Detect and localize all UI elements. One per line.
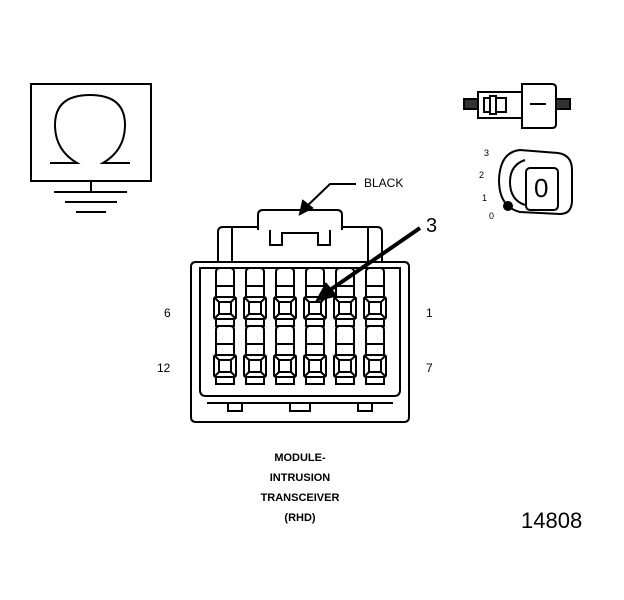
- color-leader: [298, 183, 356, 216]
- terminal-cavities: [213, 267, 387, 385]
- lock-mark-2: 2: [479, 170, 485, 180]
- terminal-cavity: [213, 325, 237, 385]
- lock-mark-3: 3: [484, 148, 490, 158]
- lock-position-dial: [497, 148, 573, 216]
- pin-label-top-right: 1: [426, 306, 433, 320]
- terminal-cavity: [303, 325, 327, 385]
- title-line-2: INTRUSION: [269, 472, 331, 484]
- connector-color-label: BLACK: [364, 176, 404, 190]
- pin-label-bottom-right: 7: [426, 361, 433, 375]
- terminal-cavity: [273, 325, 297, 385]
- callout-arrow: [315, 226, 422, 302]
- callout-number: 3: [426, 215, 438, 237]
- title-line-4: (RHD): [284, 512, 316, 524]
- figure-number: 14808: [521, 508, 583, 533]
- lock-key-label: 0: [534, 173, 549, 203]
- terminal-cavity: [363, 325, 387, 385]
- connector-title: MODULE- INTRUSION TRANSCEIVER (RHD): [230, 448, 370, 528]
- terminal-cavity: [333, 325, 357, 385]
- terminal-cavity: [243, 267, 267, 327]
- connector-face: [190, 209, 410, 423]
- terminal-cavity: [213, 267, 237, 327]
- terminal-cavity: [363, 267, 387, 327]
- pin-label-bottom-left: 12: [157, 361, 171, 375]
- lock-mark-1: 1: [482, 193, 488, 203]
- lock-mark-0: 0: [489, 211, 495, 221]
- title-line-3: TRANSCEIVER: [260, 492, 340, 504]
- terminal-side-view: [463, 83, 571, 129]
- terminal-cavity: [243, 325, 267, 385]
- ground-omega-symbol: [30, 83, 152, 213]
- terminal-cavity: [273, 267, 297, 327]
- pin-label-top-left: 6: [164, 306, 171, 320]
- title-line-1: MODULE-: [274, 452, 326, 464]
- terminal-cavity: [303, 267, 327, 327]
